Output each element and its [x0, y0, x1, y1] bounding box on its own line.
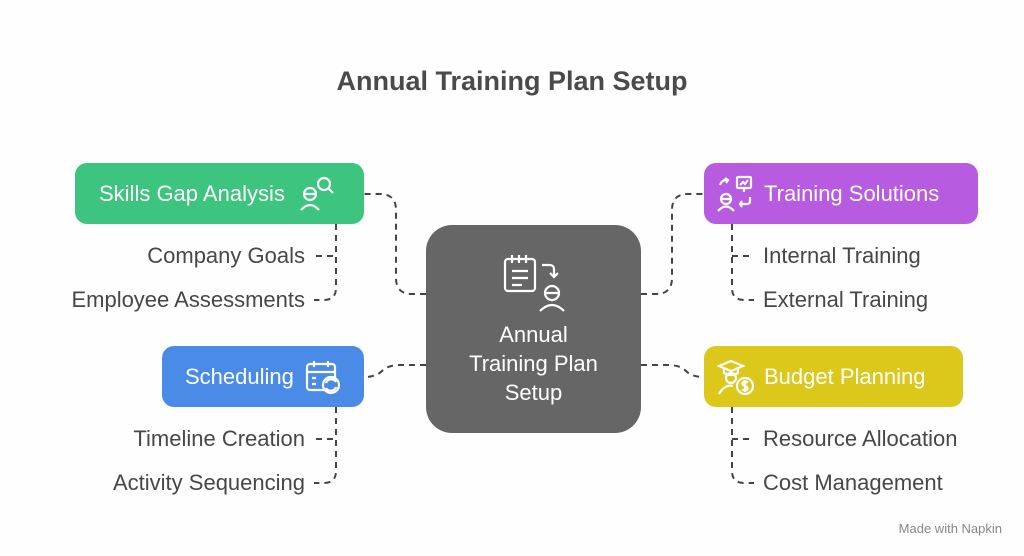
connector-budget [641, 364, 705, 378]
connector-skills-items [314, 224, 337, 301]
checklist-person-icon [503, 255, 565, 312]
sub-item: Internal Training [763, 243, 921, 268]
branch-scheduling: Scheduling [162, 346, 364, 407]
branch-label: Scheduling [185, 363, 294, 389]
branch-label: Training Solutions [764, 180, 940, 206]
napkin-branding[interactable]: Made with Napkin [898, 521, 1002, 536]
branch-skills-gap-analysis: Skills Gap Analysis [75, 163, 364, 224]
connector-scheduling-items [314, 407, 337, 484]
graduate-money-icon [717, 359, 755, 395]
person-presentation-icon [717, 175, 753, 212]
central-label-line: Training Plan [469, 351, 598, 376]
connector-scheduling [363, 364, 426, 378]
sub-item: External Training [763, 287, 929, 312]
connector-solutions-items [731, 224, 754, 301]
central-label-line: Annual [499, 322, 568, 347]
sub-item: Cost Management [763, 470, 943, 495]
central-label-line: Setup [504, 380, 563, 405]
sub-item: Company Goals [147, 243, 305, 268]
calendar-refresh-icon [305, 360, 340, 394]
sub-item: Resource Allocation [763, 426, 958, 451]
diagram-title: Annual Training Plan Setup [336, 66, 688, 96]
connector-budget-items [731, 407, 754, 484]
person-search-icon [300, 176, 334, 211]
branch-label: Budget Planning [764, 363, 926, 389]
connector-solutions [641, 193, 704, 295]
central-node: Annual Training Plan Setup [426, 225, 641, 433]
sub-item: Employee Assessments [71, 287, 305, 312]
branch-budget-planning: Budget Planning [704, 346, 963, 407]
connector-skills [364, 193, 426, 295]
branch-label: Skills Gap Analysis [99, 180, 285, 206]
sub-item: Timeline Creation [133, 426, 305, 451]
sub-item: Activity Sequencing [113, 470, 305, 495]
branch-training-solutions: Training Solutions [704, 163, 978, 224]
